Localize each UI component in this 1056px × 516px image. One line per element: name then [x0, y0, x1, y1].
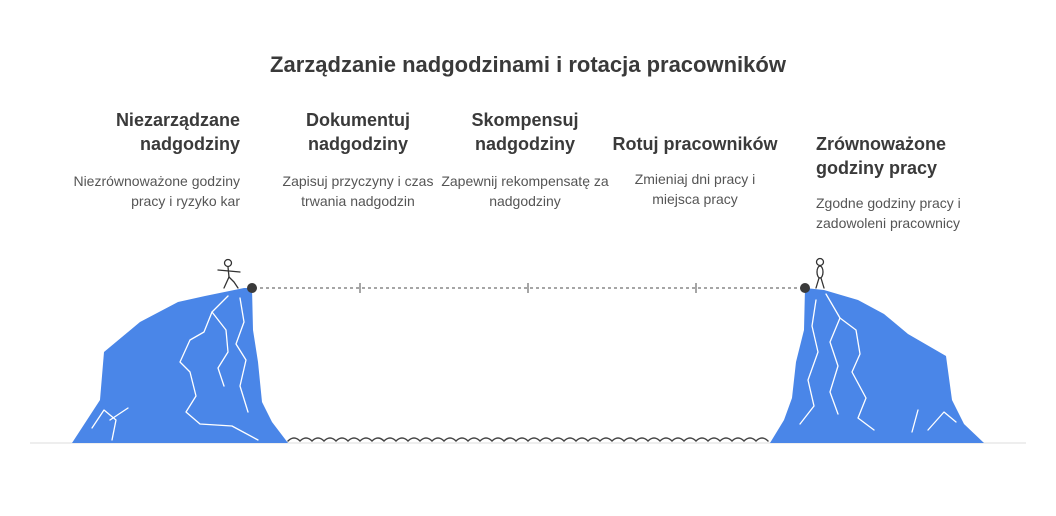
step-description: Zapewnij rekompensatę za nadgodziny — [441, 173, 609, 209]
rope-anchor-right — [800, 283, 810, 293]
left-cliff — [72, 288, 288, 443]
step-title: Rotuj pracowników — [612, 134, 778, 154]
step-compensate-overtime: Skompensuj nadgodziny Zapewnij rekompens… — [440, 108, 610, 211]
right-cliff — [770, 288, 984, 443]
step-description: Zapisuj przyczyny i czas trwania nadgodz… — [282, 173, 434, 209]
step-description: Zmieniaj dni pracy i miejsca pracy — [634, 171, 756, 207]
step-title: Zrównoważone godziny pracy — [816, 134, 946, 178]
step-unmanaged-overtime: Niezarządzane nadgodziny Niezrównoważone… — [70, 108, 240, 211]
step-document-overtime: Dokumentuj nadgodziny Zapisuj przyczyny … — [273, 108, 443, 211]
step-title: Dokumentuj nadgodziny — [305, 110, 410, 154]
step-description: Zgodne godziny pracy i zadowoleni pracow… — [816, 195, 961, 231]
step-description: Niezrównoważone godziny pracy i ryzyko k… — [73, 173, 240, 209]
step-title: Niezarządzane nadgodziny — [115, 110, 240, 154]
step-balanced-hours: Zrównoważone godziny pracy Zgodne godzin… — [816, 132, 986, 233]
diagram-title: Zarządzanie nadgodzinami i rotacja praco… — [270, 52, 786, 77]
step-title: Skompensuj nadgodziny — [471, 110, 579, 154]
stick-figure-walking-icon — [217, 258, 241, 289]
wave-icon — [287, 437, 769, 443]
stick-figure-standing-icon — [815, 257, 825, 289]
tightrope — [247, 283, 810, 293]
rope-anchor-left — [247, 283, 257, 293]
step-rotate-employees: Rotuj pracowników Zmieniaj dni pracy i m… — [610, 132, 780, 209]
